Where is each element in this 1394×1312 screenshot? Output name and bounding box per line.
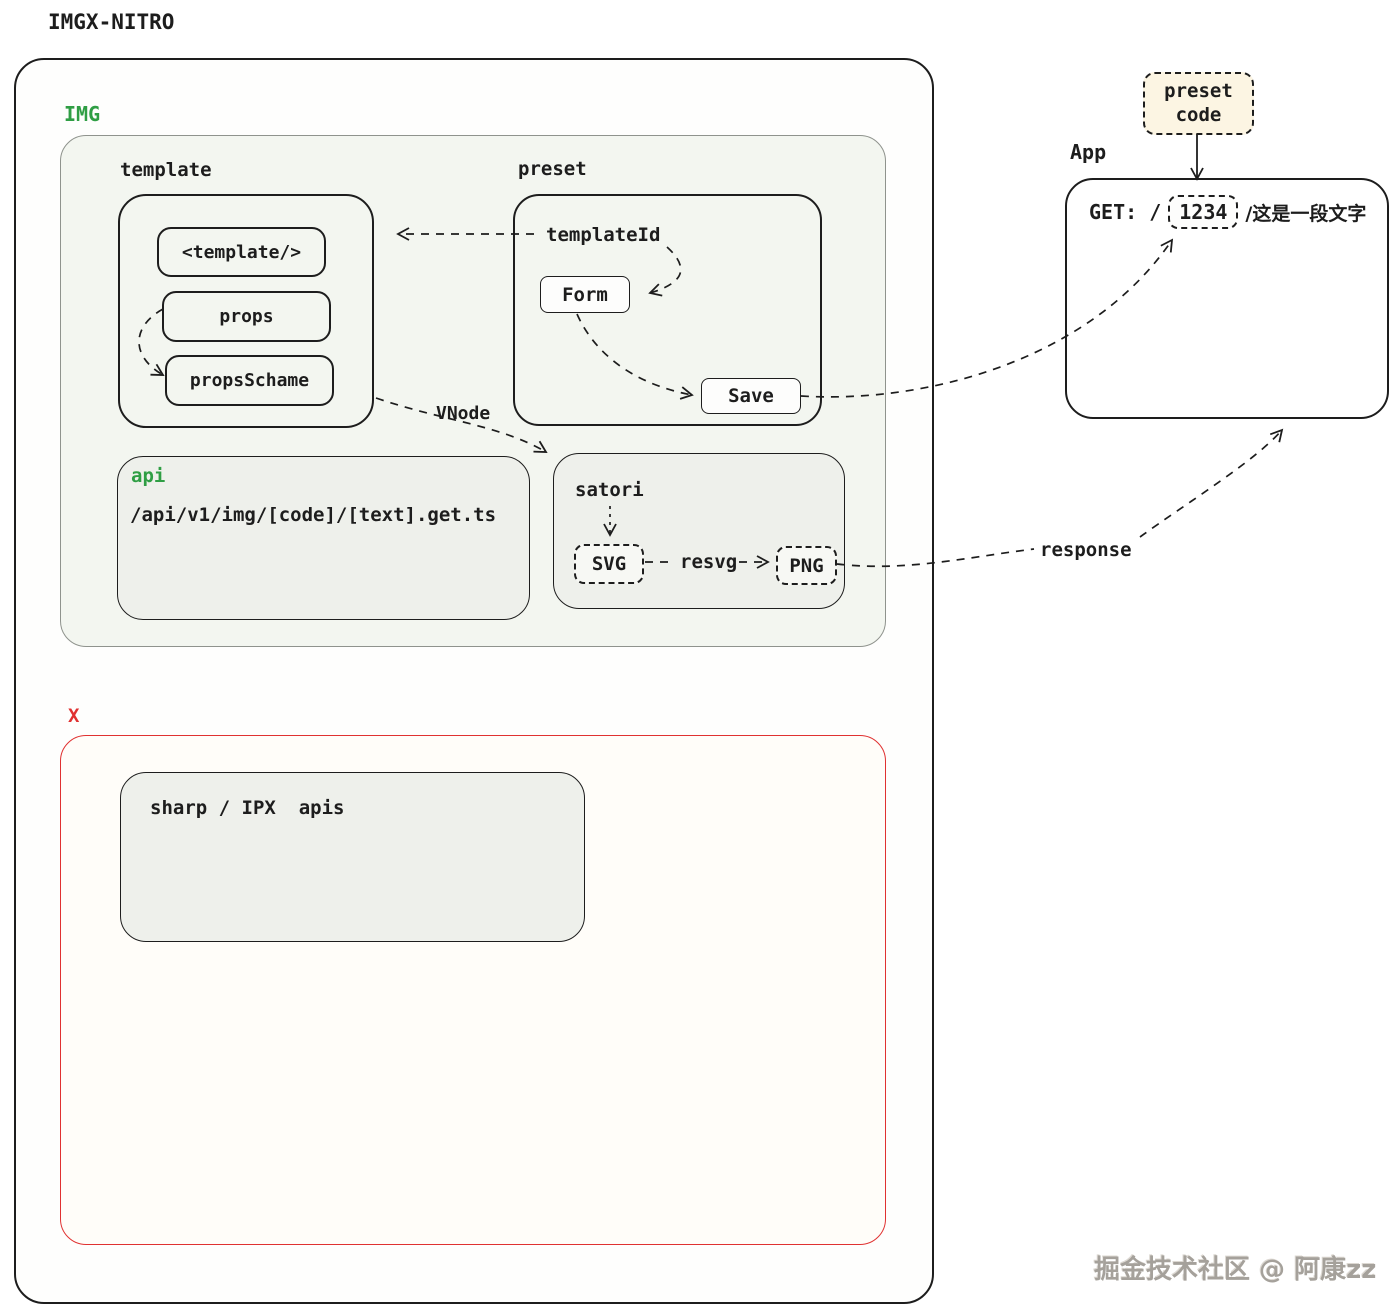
- vnode-label: VNode: [433, 403, 494, 424]
- get-prefix: GET: /: [1089, 200, 1162, 224]
- preset-code-line1: preset: [1164, 79, 1233, 102]
- preset-code-line2: code: [1175, 103, 1222, 126]
- svg-node: SVG: [574, 544, 644, 584]
- resvg-label: resvg: [678, 551, 740, 573]
- api-label: api: [131, 465, 166, 487]
- satori-label: satori: [575, 479, 644, 501]
- save-node: Save: [701, 378, 801, 414]
- template-node: <template/>: [157, 227, 326, 277]
- template-id-label: templateId: [546, 224, 661, 246]
- get-request-line: GET: / 1234 /这是一段文字: [1089, 195, 1366, 229]
- template-group-box: [118, 194, 374, 428]
- preset-code-chip: preset code: [1143, 72, 1254, 135]
- page-title: IMGX-NITRO: [48, 10, 175, 34]
- x-section-label: X: [68, 705, 80, 727]
- preset-group-label: preset: [518, 158, 587, 180]
- sharp-ipx-label: sharp / IPX apis: [150, 797, 345, 819]
- template-group-label: template: [120, 159, 212, 181]
- app-label: App: [1070, 140, 1107, 164]
- png-node: PNG: [776, 546, 837, 585]
- api-route: /api/v1/img/[code]/[text].get.ts: [130, 504, 497, 526]
- img-section-label: IMG: [64, 102, 101, 126]
- props-schame-node: propsSchame: [165, 355, 334, 406]
- watermark: 掘金技术社区 @ 阿康zz: [1094, 1255, 1377, 1285]
- form-node: Form: [540, 276, 630, 313]
- api-box: [117, 456, 530, 620]
- response-label: response: [1040, 539, 1132, 561]
- arrow-response-to-app: [1139, 428, 1284, 538]
- code-value-chip: 1234: [1168, 195, 1239, 229]
- get-suffix: /这是一段文字: [1245, 202, 1367, 225]
- props-node: props: [162, 291, 331, 342]
- sharp-ipx-box: [120, 772, 585, 942]
- satori-box: [553, 453, 845, 609]
